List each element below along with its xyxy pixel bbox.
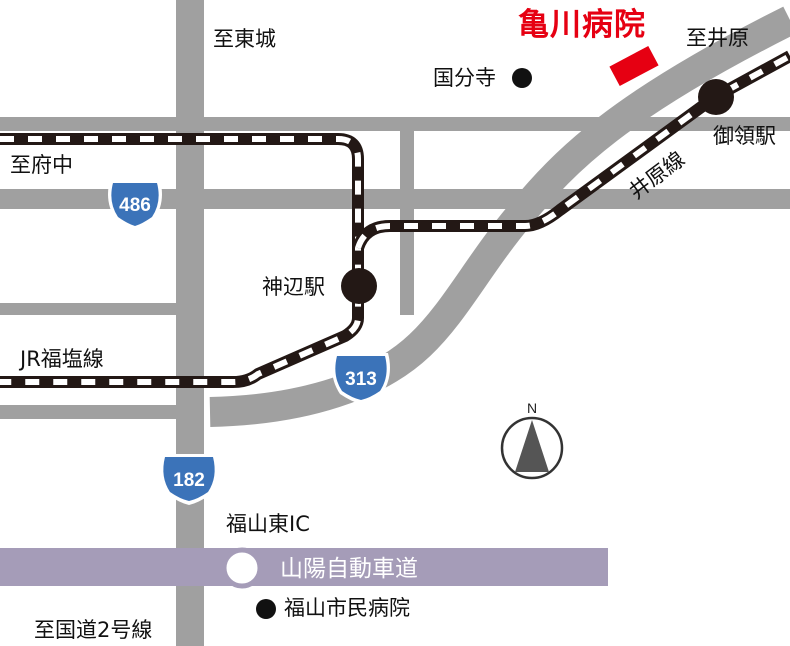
fukuyama-higashi-ic-marker: [221, 547, 263, 589]
hospital-marker: [609, 45, 659, 87]
shield-313-number: 313: [345, 369, 377, 390]
fukuyama-higashi-ic-label: 福山東IC: [226, 512, 310, 536]
shield-486-body: [111, 183, 159, 226]
expressway: 山陽自動車道: [0, 548, 608, 586]
direction-to-ibara: 至井原: [686, 26, 749, 50]
jr-fukuen-line-label: JR福塩線: [20, 347, 104, 371]
shield-182: 182: [160, 454, 218, 505]
kokubunji-label: 国分寺: [433, 66, 496, 90]
hospital-name: 亀川病院: [518, 7, 646, 43]
compass-needle-icon: [515, 420, 549, 472]
city-hospital-label: 福山市民病院: [284, 596, 410, 620]
shield-486-number: 486: [119, 195, 151, 216]
shield-313-body: [335, 356, 387, 400]
miyuki-station-marker: [698, 79, 734, 115]
shield-182-body: [163, 457, 215, 501]
shield-313: 313: [332, 353, 390, 404]
kannabe-station-label: 神辺駅: [262, 275, 325, 299]
expressway-label: 山陽自動車道: [280, 556, 418, 582]
jr-fukuen-line: [0, 133, 364, 388]
road-313: [209, 6, 790, 427]
direction-to-tojo: 至東城: [213, 27, 276, 51]
compass-north-label: N: [527, 400, 537, 416]
jr-line-dashes: [0, 136, 361, 385]
ibara-line: [352, 50, 790, 251]
city-hospital-marker: [256, 599, 276, 619]
direction-to-national-route-2: 至国道2号線: [34, 618, 153, 642]
kokubunji-marker: [512, 68, 532, 88]
compass: N: [500, 400, 564, 480]
direction-to-fuchu: 至府中: [10, 153, 73, 177]
shield-182-number: 182: [173, 470, 205, 491]
kannabe-station-marker: [341, 268, 377, 304]
expressway-bar: [0, 548, 608, 586]
miyuki-station-label: 御領駅: [713, 124, 776, 148]
shield-486: 486: [108, 180, 162, 230]
ibara-line-dashes: [355, 53, 790, 250]
